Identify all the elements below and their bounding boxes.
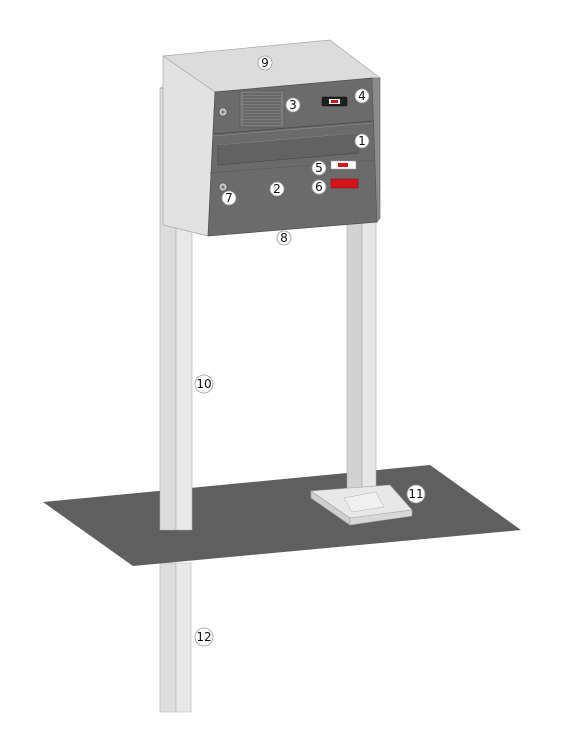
callout-1: 1 — [354, 133, 370, 149]
underground-post — [159, 562, 192, 713]
callout-7: 7 — [221, 190, 237, 206]
callout-1-label: 1 — [358, 134, 366, 148]
callout-6: 6 — [311, 179, 327, 195]
callout-4-label: 4 — [358, 89, 366, 103]
name-label — [330, 160, 357, 170]
red-label — [330, 178, 359, 189]
callout-9-label: 9 — [261, 56, 269, 70]
callout-8-label: 8 — [280, 231, 288, 245]
callout-10: 10 — [194, 374, 214, 394]
callout-11: 11 — [406, 484, 426, 504]
base-foot — [310, 484, 413, 526]
callout-5: 5 — [311, 160, 327, 176]
callout-2: 2 — [269, 181, 285, 197]
callout-6-label: 6 — [315, 180, 323, 194]
callout-10-label: 10 — [196, 377, 211, 391]
right-post — [346, 215, 377, 493]
lock-top — [218, 107, 228, 117]
lock-bottom — [218, 182, 228, 192]
callout-11-label: 11 — [408, 487, 423, 501]
callout-4: 4 — [354, 88, 370, 104]
callout-12: 12 — [194, 627, 214, 647]
callout-7-label: 7 — [225, 191, 233, 205]
callout-12-label: 12 — [196, 630, 211, 644]
bell-name-plate — [321, 96, 348, 107]
callout-2-label: 2 — [273, 182, 281, 196]
callout-3-label: 3 — [289, 98, 297, 112]
callout-5-label: 5 — [315, 161, 323, 175]
callout-3: 3 — [285, 97, 301, 113]
speaker-grille — [239, 90, 285, 128]
callout-9: 9 — [257, 55, 273, 71]
callout-8: 8 — [276, 230, 292, 246]
ground-slab — [43, 465, 521, 566]
mailbox-box — [162, 39, 381, 237]
